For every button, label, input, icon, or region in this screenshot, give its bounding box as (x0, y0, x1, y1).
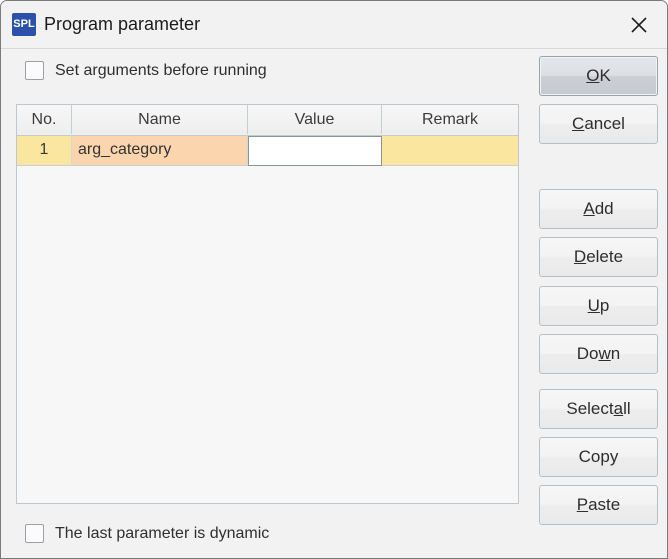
window-title: Program parameter (44, 14, 201, 34)
cell-name[interactable]: arg_category (72, 136, 248, 166)
copy-button[interactable]: Copy (539, 437, 658, 477)
down-post: n (610, 344, 621, 363)
cell-remark[interactable] (382, 136, 518, 166)
ok-post: K (599, 66, 611, 85)
column-header-name[interactable]: Name (72, 105, 248, 134)
cell-value[interactable] (248, 136, 382, 166)
column-header-value[interactable]: Value (248, 105, 382, 134)
spl-app-icon: SPL (12, 13, 36, 36)
up-mnemonic: U (587, 296, 600, 315)
delete-mnemonic: D (573, 247, 587, 266)
set-arguments-label: Set arguments before running (55, 61, 267, 79)
column-header-no[interactable]: No. (17, 105, 72, 134)
paste-post: aste (588, 495, 621, 514)
parameter-table[interactable]: No. Name Value Remark 1 arg_category (16, 104, 519, 504)
column-header-remark[interactable]: Remark (382, 105, 518, 134)
add-mnemonic: A (583, 199, 595, 218)
down-pre: Do (576, 344, 599, 363)
cell-no[interactable]: 1 (17, 136, 72, 166)
table-header-row: No. Name Value Remark (17, 105, 518, 136)
copy-pre: Copy (578, 447, 619, 466)
last-parameter-dynamic-checkbox[interactable] (25, 524, 44, 543)
table-row[interactable]: 1 arg_category (17, 136, 518, 166)
set-arguments-checkbox-row[interactable]: Set arguments before running (25, 61, 267, 80)
select-all-mnemonic: a (613, 399, 624, 418)
title-bar: SPL Program parameter (1, 1, 667, 49)
cancel-post: ancel (584, 114, 625, 133)
cancel-mnemonic: C (572, 114, 585, 133)
up-post: p (599, 296, 610, 315)
last-parameter-dynamic-checkbox-row[interactable]: The last parameter is dynamic (25, 524, 269, 543)
set-arguments-checkbox[interactable] (25, 61, 44, 80)
down-mnemonic: w (598, 344, 611, 363)
table-empty-area[interactable] (17, 166, 518, 503)
delete-post: elete (586, 247, 624, 266)
close-icon[interactable] (619, 7, 659, 43)
paste-mnemonic: P (576, 495, 589, 514)
select-all-pre: Select (566, 399, 614, 418)
add-post: dd (594, 199, 614, 218)
ok-mnemonic: O (586, 66, 600, 85)
last-parameter-dynamic-label: The last parameter is dynamic (55, 524, 270, 542)
select-all-post: ll (623, 399, 631, 418)
